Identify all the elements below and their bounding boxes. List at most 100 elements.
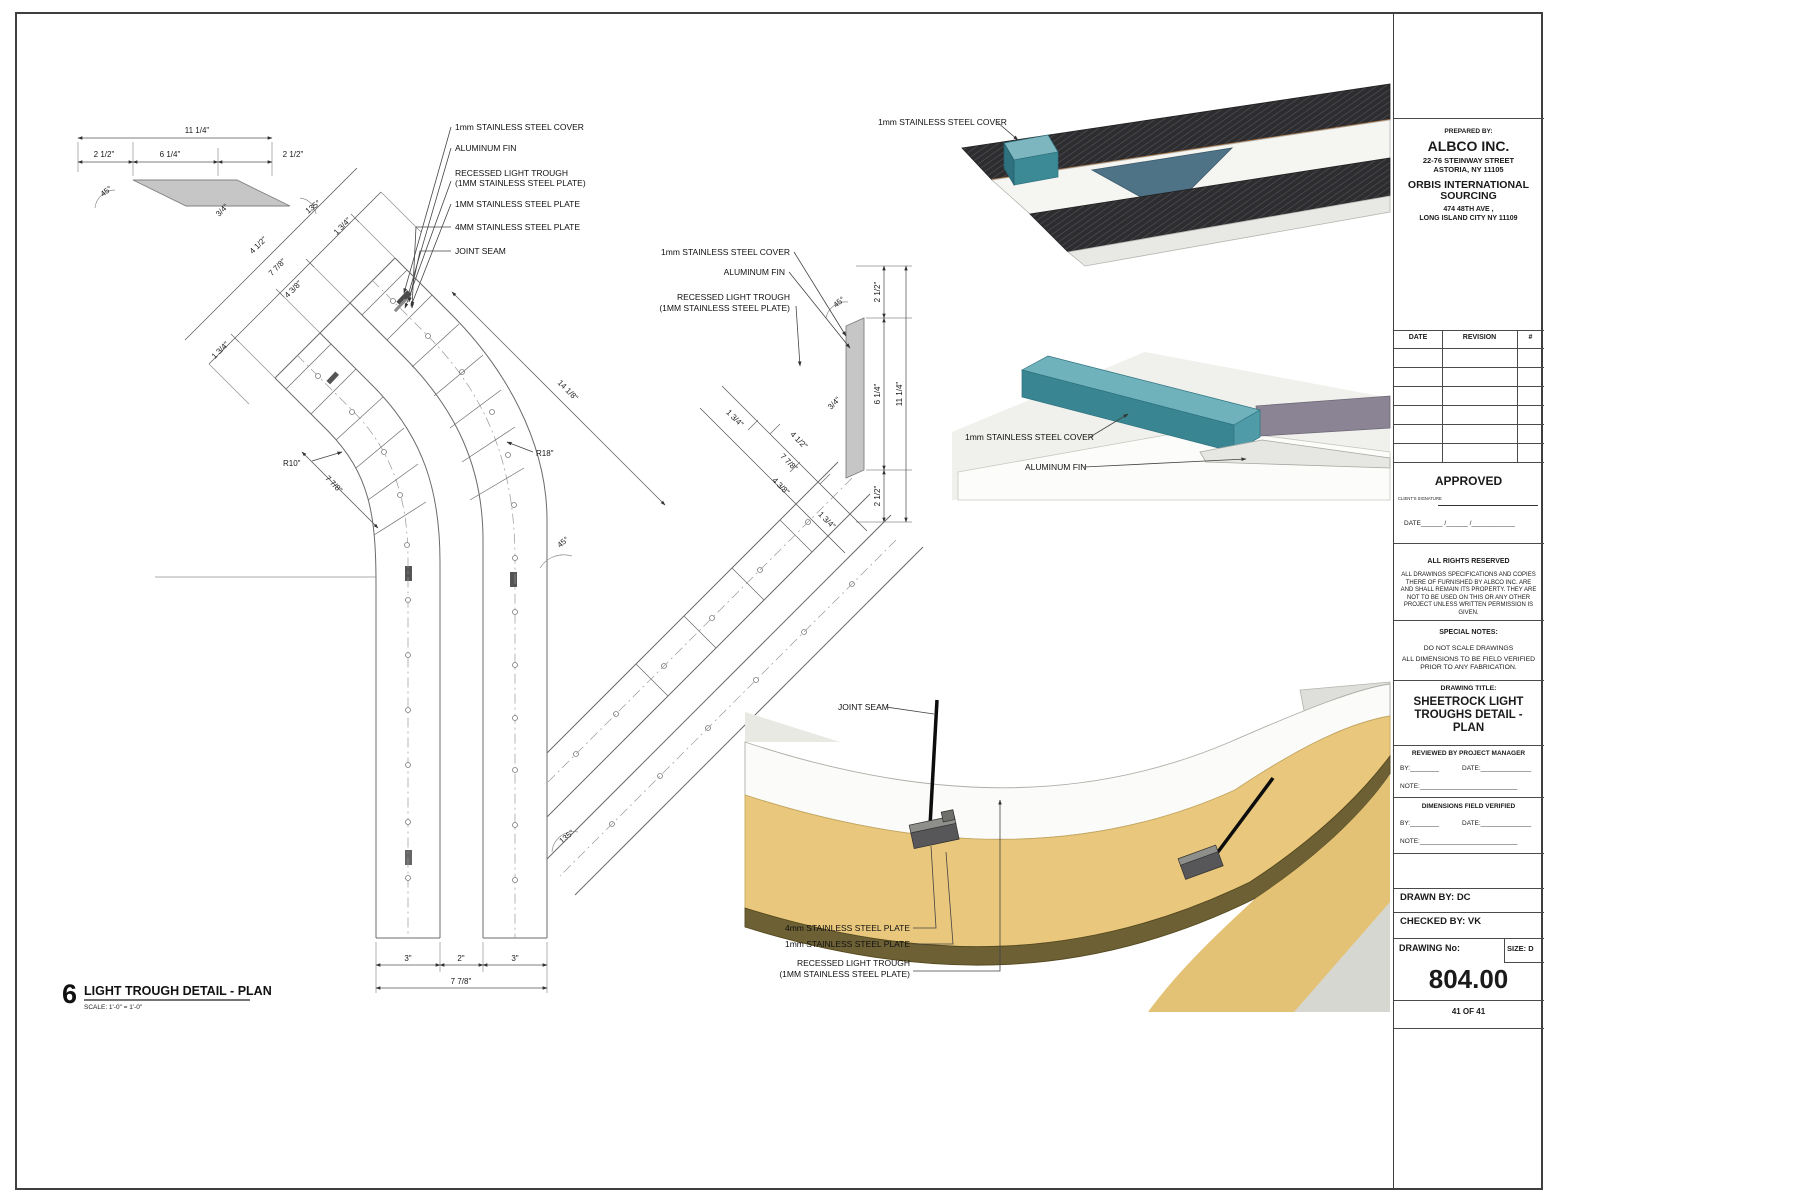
signature-line[interactable] <box>1438 505 1538 506</box>
aluminum-fin-shape <box>1199 439 1391 469</box>
divider <box>1394 680 1544 681</box>
special-note-2: ALL DIMENSIONS TO BE FIELD VERIFIED PRIO… <box>1401 656 1536 671</box>
drawing-no-label: DRAWING No: <box>1399 943 1460 953</box>
size-label: SIZE: D <box>1507 944 1534 953</box>
dim-778-bottom: 7 7/8" <box>451 977 472 986</box>
top-dimensions: 11 1/4" 2 1/2" 6 1/4" 2 1/2" 45° 135° 3/… <box>77 126 323 218</box>
dim-2: 2" <box>457 954 464 963</box>
iso-view-cover-installed: 1mm STAINLESS STEEL COVER ALUMINUM FIN <box>952 352 1391 759</box>
iso3-plate4-label: 4mm STAINLESS STEEL PLATE <box>785 923 910 933</box>
drawing-title-label: DRAWING TITLE: <box>1440 685 1497 692</box>
verified-date-field[interactable]: DATE:______________ <box>1462 820 1532 827</box>
dim-3-left: 3" <box>404 954 411 963</box>
clamp-2 <box>1177 844 1224 880</box>
view-title-block: 6 LIGHT TROUGH DETAIL - PLAN SCALE: 1'-0… <box>62 979 272 1011</box>
company-address-1: 22-76 STEINWAY STREET <box>1422 156 1515 165</box>
angle-45-mid: 45° <box>556 535 571 550</box>
drawn-by: DRAWN BY: DC <box>1400 892 1471 903</box>
trough-edges <box>274 257 548 939</box>
dim-614-mid: 6 1/4" <box>873 384 882 405</box>
divider <box>1394 620 1544 621</box>
dim-212-bot: 2 1/2" <box>873 486 882 507</box>
left-wedge <box>745 712 840 742</box>
iso3-plate1-label: 1mm STAINLESS STEEL PLATE <box>785 939 910 949</box>
dims-verified-label: DIMENSIONS FIELD VERIFIED <box>1421 803 1516 810</box>
seam-line-1 <box>927 699 939 845</box>
dim-778-m: 7 7/8" <box>778 452 799 473</box>
checked-by: CHECKED BY: VK <box>1400 916 1482 927</box>
plan-callouts: 1mm STAINLESS STEEL COVER ALUMINUM FIN R… <box>403 122 586 309</box>
cover-plate-profile <box>845 317 865 479</box>
dim-3-right: 3" <box>511 954 518 963</box>
callout-joint-seam: JOINT SEAM <box>455 246 506 256</box>
divider <box>1394 797 1544 798</box>
iso-view-curved-trough: JOINT SEAM 4mm STAINLESS STEEL PLATE 1mm… <box>744 683 1391 1012</box>
callout-recessed-mid-2: (1MM STAINLESS STEEL PLATE) <box>659 303 790 313</box>
view-title: LIGHT TROUGH DETAIL - PLAN <box>84 984 272 998</box>
divider <box>1394 745 1544 746</box>
company-name: ALBCO INC. <box>1427 138 1510 154</box>
dim-right: 2 1/2" <box>283 150 304 159</box>
approved-label: APPROVED <box>1434 474 1503 488</box>
dim-34-mid: 3/4" <box>826 395 842 411</box>
revision-row-line <box>1394 424 1544 425</box>
special-note-1: DO NOT SCALE DRAWINGS <box>1423 645 1514 652</box>
dim-mid: 6 1/4" <box>160 150 181 159</box>
iso1-cover-label: 1mm STAINLESS STEEL COVER <box>878 117 1007 127</box>
special-notes-label: SPECIAL NOTES: <box>1439 629 1498 636</box>
trough-inner-face <box>1148 774 1390 1012</box>
dim-134-m1: 1 3/4" <box>724 408 745 429</box>
radius-r18: R18" <box>536 449 554 458</box>
dim-overall-width: 11 1/4" <box>185 126 210 135</box>
verified-by-field[interactable]: BY:________ <box>1400 820 1440 827</box>
revision-col-date: DATE <box>1408 334 1428 341</box>
client-address-2: LONG ISLAND CITY NY 11109 <box>1419 215 1518 222</box>
iso2-cover-label: 1mm STAINLESS STEEL COVER <box>965 432 1094 442</box>
reviewed-by-field[interactable]: BY:________ <box>1400 765 1440 772</box>
dim-1418: 14 1/8" <box>556 378 580 402</box>
approval-date-line[interactable]: DATE______ /______ /____________ <box>1404 520 1515 527</box>
revision-col-line-2 <box>1517 330 1518 462</box>
client-address-1: 474 48TH AVE , <box>1443 206 1494 213</box>
divider <box>1394 853 1544 854</box>
client-signature-label: CLIENT'S SIGNATURE <box>1398 496 1442 501</box>
callout-fin-mid: ALUMINUM FIN <box>724 267 785 277</box>
iso3-recessed-label-1: RECESSED LIGHT TROUGH <box>797 958 910 968</box>
divider <box>1394 912 1544 913</box>
steel-wedge <box>1090 147 1234 213</box>
clamp-1 <box>908 809 960 850</box>
size-box-bottom <box>1504 962 1544 963</box>
angle-135: 135° <box>304 198 323 215</box>
dim-412: 4 1/2" <box>248 235 269 256</box>
reviewed-note-field[interactable]: NOTE:___________________________ <box>1400 783 1518 790</box>
revision-table-top <box>1394 330 1544 331</box>
dim-212-top: 2 1/2" <box>873 282 882 303</box>
revision-row-line <box>1394 405 1544 406</box>
company-address-2: ASTORIA, NY 11105 <box>1433 165 1504 174</box>
page-indicator: 41 OF 41 <box>1451 1007 1486 1016</box>
divider <box>1394 118 1544 119</box>
dim-134-a: 1 3/4" <box>210 340 231 361</box>
callout-plate-1mm: 1MM STAINLESS STEEL PLATE <box>455 199 580 209</box>
reviewed-date-field[interactable]: DATE:______________ <box>1462 765 1532 772</box>
revision-row-line <box>1394 386 1544 387</box>
cover-plate-plan <box>132 179 291 207</box>
angle-45: 45° <box>99 184 114 199</box>
plan-view: 11 1/4" 2 1/2" 6 1/4" 2 1/2" 45° 135° 3/… <box>77 122 924 993</box>
verified-note-field[interactable]: NOTE:___________________________ <box>1400 838 1518 845</box>
callout-recessed-mid-1: RECESSED LIGHT TROUGH <box>677 292 790 302</box>
dim-134-b: 1 3/4" <box>332 216 353 237</box>
drawing-number: 804.00 <box>1428 964 1509 994</box>
iso-view-cover-exploded: 1mm STAINLESS STEEL COVER <box>878 83 1391 267</box>
angle-135-low: 135° <box>558 828 576 846</box>
bottom-dimensions: 3" 2" 3" 7 7/8" <box>375 942 548 993</box>
title-block: PREPARED BY: ALBCO INC. 22-76 STEINWAY S… <box>1393 12 1544 1190</box>
view-scale: SCALE: 1'-0" = 1'-0" <box>84 1004 143 1011</box>
divider <box>1394 888 1544 889</box>
rights-label: ALL RIGHTS RESERVED <box>1427 558 1510 565</box>
revision-table-bottom <box>1394 462 1544 463</box>
cover-3d <box>1003 134 1059 187</box>
iso2-fin-label: ALUMINUM FIN <box>1025 462 1086 472</box>
client-name: ORBIS INTERNATIONAL SOURCING <box>1407 179 1530 202</box>
iso3-recessed-label-2: (1MM STAINLESS STEEL PLATE) <box>779 969 910 979</box>
